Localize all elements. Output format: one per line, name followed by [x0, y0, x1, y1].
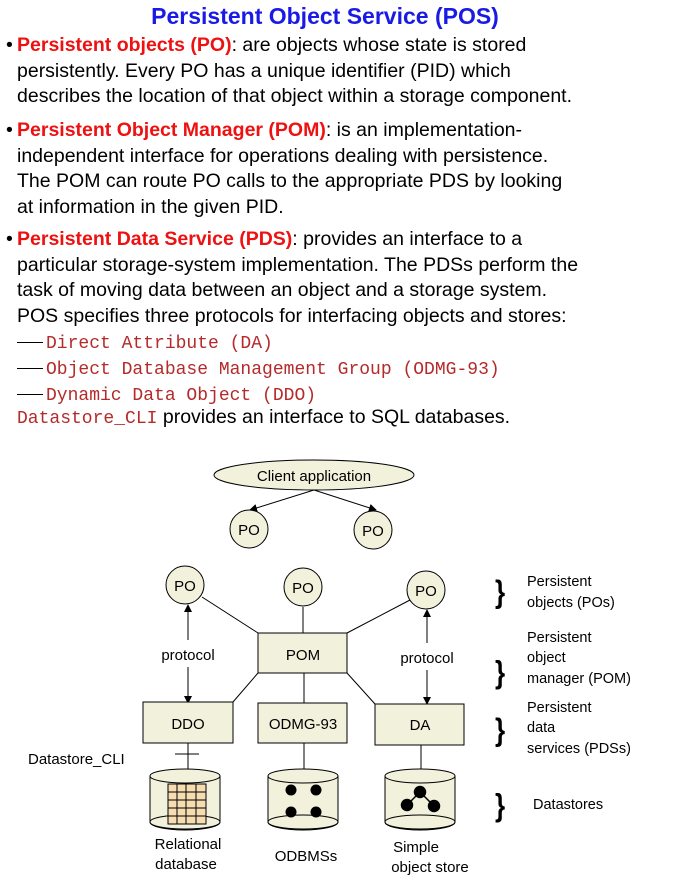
- bullet-pds: • Persistent Data Service (PDS): provide…: [6, 227, 676, 329]
- client-arrow: [249, 489, 315, 512]
- protocol-right-label: protocol: [400, 650, 453, 667]
- protocol-item: Direct Attribute (DA): [17, 330, 273, 358]
- legend-label: object: [527, 650, 566, 666]
- object-store-cylinder: [384, 768, 456, 831]
- cli-text: provides an interface to SQL databases.: [157, 406, 511, 428]
- po-label: PO: [292, 580, 314, 597]
- legend-label: data: [527, 720, 556, 736]
- table-grid-icon: [167, 783, 207, 825]
- protocol-odmg: Object Database Management Group (ODMG-9…: [46, 360, 500, 380]
- object-dots-icon: [285, 784, 322, 818]
- client-po-node: [229, 509, 269, 549]
- dash-icon: [17, 341, 43, 343]
- bullet-dot-icon: •: [6, 34, 13, 56]
- brace-icon: }: [495, 713, 505, 748]
- pds-odmg-node: [257, 702, 348, 744]
- store-label: ODBMSs: [275, 848, 338, 865]
- term-pds: Persistent Data Service (PDS): [17, 228, 293, 250]
- bullet-pds-text: : provides an interface to a particular …: [17, 228, 579, 327]
- protocol-da: Direct Attribute (DA): [46, 334, 273, 354]
- protocol-ddo: Dynamic Data Object (DDO): [46, 386, 317, 406]
- term-pom: Persistent Object Manager (POM): [17, 119, 326, 141]
- cli-note: Datastore_CLI provides an interface to S…: [17, 406, 510, 429]
- bullet-pom-text: : is an implementation- independent inte…: [17, 119, 563, 218]
- legend-label: Persistent: [527, 630, 591, 646]
- client-po-label: PO: [362, 523, 384, 540]
- dash-icon: [17, 393, 43, 395]
- page-title: Persistent Object Service (POS): [151, 3, 499, 29]
- protocol-left-label: protocol: [161, 647, 214, 664]
- legend-label: objects (POs): [527, 595, 615, 611]
- brace-icon: }: [495, 789, 505, 824]
- legend-label: Datastores: [533, 797, 603, 813]
- protocol-item: Dynamic Data Object (DDO): [17, 382, 316, 410]
- odbms-cylinder: [267, 768, 339, 831]
- pom-node: [257, 632, 348, 674]
- bullet-po: • Persistent objects (PO): are objects w…: [6, 33, 676, 110]
- pds-ddo-label: DDO: [171, 716, 204, 733]
- brace-icon: }: [495, 575, 505, 610]
- legend-label: services (PDSs): [527, 741, 631, 757]
- pds-da-label: DA: [410, 717, 431, 734]
- cli-code: Datastore_CLI: [17, 409, 158, 429]
- store-label: Simple: [393, 839, 439, 856]
- store-label: database: [155, 856, 217, 873]
- bullet-dot-icon: •: [6, 119, 13, 141]
- legend-label: manager (POM): [527, 671, 631, 687]
- client-po-label: PO: [238, 522, 260, 539]
- bullet-po-text: : are objects whose state is stored pers…: [17, 34, 572, 107]
- pds-odmg-label: ODMG-93: [269, 716, 337, 733]
- term-po: Persistent objects (PO): [17, 34, 232, 56]
- pds-da-node: [374, 703, 465, 746]
- pds-ddo-node: [142, 701, 234, 744]
- po-label: PO: [174, 578, 196, 595]
- bullet-pom: • Persistent Object Manager (POM): is an…: [6, 118, 676, 220]
- pom-label: POM: [286, 647, 320, 664]
- protocol-item: Object Database Management Group (ODMG-9…: [17, 356, 500, 384]
- legend-label: Persistent: [527, 700, 591, 716]
- connector-line: [201, 596, 259, 634]
- po-node: [283, 567, 323, 607]
- po-label: PO: [415, 583, 437, 600]
- dash-icon: [17, 367, 43, 369]
- client-application-label: Client application: [257, 468, 371, 485]
- connector-line: [346, 599, 411, 634]
- store-label: Relational: [155, 836, 222, 853]
- client-arrow: [313, 489, 377, 512]
- brace-icon: }: [495, 656, 505, 691]
- datastore-cli-label: Datastore_CLI: [28, 751, 125, 768]
- connector-line: [346, 672, 376, 705]
- object-graph-icon: [400, 785, 441, 813]
- legend-label: Persistent: [527, 574, 591, 590]
- store-label: object store: [391, 859, 469, 876]
- bullet-dot-icon: •: [6, 228, 13, 250]
- connector-line: [232, 672, 259, 703]
- client-po-node: [353, 510, 393, 550]
